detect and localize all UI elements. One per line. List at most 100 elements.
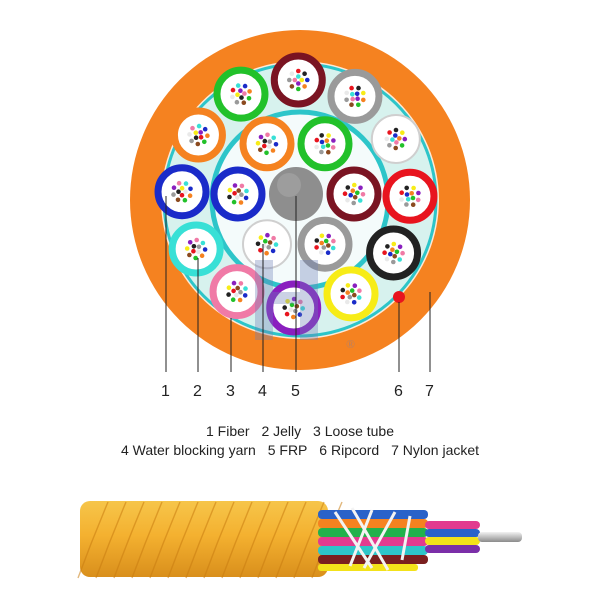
jacket-strand [221,501,253,579]
legend-line-1: 1 Fiber 2 Jelly 3 Loose tube [0,423,600,439]
fiber-pink [238,281,244,286]
fiber-violet [397,244,403,250]
callout-1: 1 [161,383,170,400]
fiber-gray [238,289,243,295]
loose-tube-yellow [323,266,379,322]
fiber-yellow [184,246,190,251]
loose-tube-orange [239,116,295,172]
fiber-red [314,245,319,250]
fiber-black [314,238,320,243]
legend-item-frp: 5 FRP [267,442,308,458]
watermark-logo: ® [255,260,355,351]
ripcord [393,291,405,303]
loose-tube-orange [170,107,226,163]
jacket-strand [167,501,199,579]
fiber-blue [351,300,357,305]
fiber-orange [350,188,356,193]
fiber-black [345,185,351,190]
fiber-red [262,143,267,149]
fiber-black [340,287,346,293]
fiber-black [319,133,325,138]
fiber-yellow [299,77,305,83]
fiber-green [289,302,295,308]
legend-item-jelly: 2 Jelly [261,423,302,439]
loose-tube-wall [154,164,210,220]
loose-tube-wall [210,166,266,222]
fiber-white [345,197,350,203]
fiber-pink [176,180,182,186]
fiber-pink [415,197,421,203]
loose-tubes-group [154,52,438,336]
jacket-strand [131,501,163,579]
fiber-white [230,94,235,100]
legend-item-ripcord: 6 Ripcord [319,442,380,458]
fiber-orange [319,240,325,246]
fiber-green [323,238,329,244]
fiber-gray [189,138,194,144]
fiber-orange [238,200,244,205]
fiber-aqua [271,135,277,141]
loose-tube-red [382,168,438,224]
fiber-blue [305,77,310,83]
fiber-yellow [391,241,397,247]
fiber-brown [235,285,240,291]
fiber-pink [394,140,399,145]
fiber-violet [402,136,408,142]
fiber-aqua [244,188,249,194]
legend-item-nylon-jacket: 7 Nylon jacket [391,442,480,458]
legend-item-water-blocking-yarn: 4 Water blocking yarn [120,442,256,458]
fiber-orange [361,97,366,103]
fiber-brown [258,147,263,153]
fiber-violet [326,233,332,239]
loose-tube-wall [266,280,322,336]
fiber-green [399,143,405,148]
fiber-violet [258,134,264,140]
fiber-black [404,185,410,191]
fiber-blue [393,133,398,138]
fiber-white [345,299,350,305]
fiber-aqua [397,257,403,262]
fiber-white [235,195,240,200]
fiber-black [302,71,307,76]
callout-4: 4 [258,383,267,400]
loose-tube-wall [382,168,438,224]
fiber-brown [352,195,358,200]
callout-6: 6 [394,383,403,400]
fiber-orange [199,253,205,258]
fiber-green [264,150,269,156]
fiber-orange [247,89,252,94]
fiber-yellow [352,182,357,188]
watermark-bar [300,260,318,340]
fiber-green [202,139,207,145]
fiber-violet [171,185,177,190]
fiber-yellow [400,130,405,135]
fiber-pink [292,77,298,83]
fiber-blue [388,251,393,257]
fiber-aqua [330,245,336,251]
fiber-aqua [183,181,189,186]
fiber-brown [241,100,247,105]
fiber-blue [354,91,360,97]
fiber-blue [242,293,248,298]
fiber-gray [196,244,202,250]
loose-tube-green [213,66,269,122]
fiber-red [387,130,392,135]
loose-tube-gray [327,68,383,124]
fiber-green [182,197,188,203]
fiber-red [314,137,320,143]
fiber-black [191,244,197,249]
fiber-white [344,90,350,96]
fiber-blue [202,247,208,252]
fiber-white [289,71,295,76]
callout-numbers: 1 2 3 4 5 6 7 [161,383,434,400]
fiber-yellow [361,90,366,96]
fiber-yellow [227,187,233,193]
side-tube [318,528,428,537]
fiber-white [196,249,201,254]
fiber-yellow [345,283,351,288]
fiber-aqua [235,83,241,88]
fiber-green [410,195,416,201]
fiber-brown [326,243,331,248]
fiber-brown [187,252,192,258]
fiber-blue [297,312,303,317]
